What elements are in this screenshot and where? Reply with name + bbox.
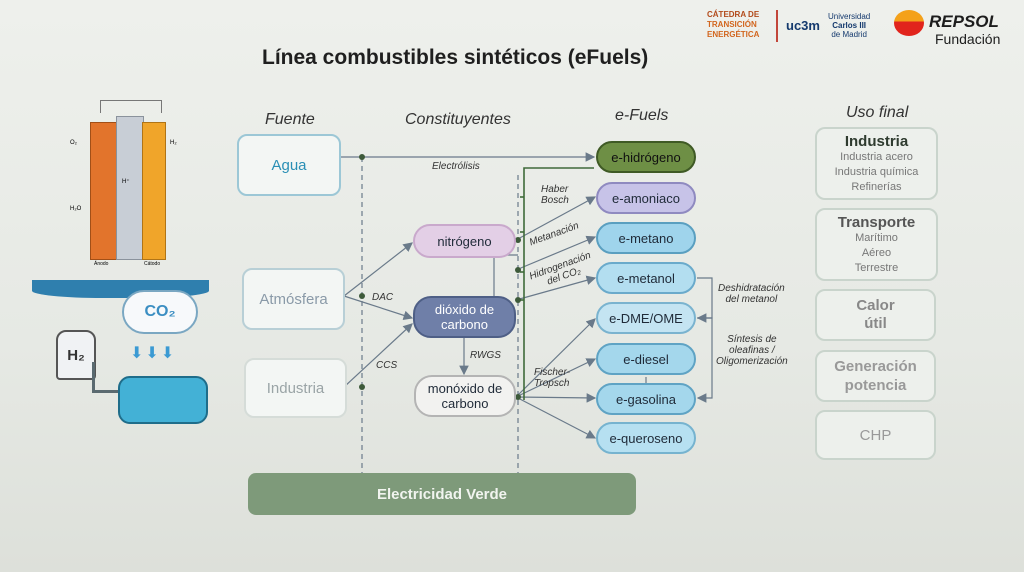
logo-divider bbox=[776, 10, 778, 42]
haber-line-1: Haber bbox=[541, 184, 569, 195]
deshidratacion-line-2: del metanol bbox=[725, 294, 778, 305]
label-electrolisis: Electrólisis bbox=[432, 161, 480, 172]
uso-calor-title: Calor útil bbox=[856, 297, 895, 332]
h2-tank-icon: H₂ bbox=[56, 330, 96, 380]
uso-transporte-item-2: Aéreo bbox=[861, 246, 892, 259]
efuel-dme-ome: e-DME/OME bbox=[596, 302, 696, 334]
uc3m-name: Universidad Carlos III de Madrid bbox=[828, 12, 870, 39]
label-haber-bosch: Haber Bosch bbox=[541, 184, 569, 206]
uc3m-logo: uc3m bbox=[786, 18, 820, 33]
deshidratacion-line-1: Deshidratación bbox=[718, 283, 785, 294]
efuel-metano: e-metano bbox=[596, 222, 696, 254]
uso-industria-title: Industria bbox=[844, 132, 909, 150]
uso-chp-title: CHP bbox=[859, 426, 892, 444]
uc3m-name-1: Universidad bbox=[828, 12, 871, 21]
uso-transporte: Transporte Marítimo Aéreo Terrestre bbox=[815, 208, 938, 281]
uso-transporte-title: Transporte bbox=[837, 213, 916, 231]
constituent-monoxido: monóxido de carbono bbox=[414, 375, 516, 417]
hplus-label: H⁺ bbox=[122, 179, 130, 185]
efuel-hidrogeno: e-hidrógeno bbox=[596, 141, 696, 173]
slide-title: Línea combustibles sintéticos (eFuels) bbox=[262, 46, 649, 69]
repsol-sun-icon bbox=[894, 10, 924, 36]
uso-industria-item-3: Refinerías bbox=[851, 180, 902, 193]
header-constituyentes: Constituyentes bbox=[405, 111, 511, 128]
cathode-label: Cátodo bbox=[144, 261, 161, 267]
source-industria: Industria bbox=[244, 358, 347, 418]
sintesis-line-1: Síntesis de bbox=[727, 334, 777, 345]
efuel-gasolina: e-gasolina bbox=[596, 383, 696, 415]
monoxido-line-1: monóxido de bbox=[427, 381, 503, 396]
catedra-line-1: CÁTEDRA DE bbox=[707, 10, 760, 19]
h2o-label: H₂O bbox=[70, 206, 82, 212]
source-atmosfera: Atmósfera bbox=[242, 268, 345, 330]
uso-calor-util: Calor útil bbox=[815, 289, 936, 341]
constituent-nitrogeno: nitrógeno bbox=[413, 224, 516, 258]
catedra-line-3: ENERGÉTICA bbox=[707, 30, 760, 39]
h2-out-label: H₂ bbox=[170, 140, 177, 146]
header-efuels: e-Fuels bbox=[615, 107, 669, 124]
down-arrows-icon: ⬇⬇⬇ bbox=[130, 345, 177, 362]
constituent-dioxido: dióxido de carbono bbox=[413, 296, 516, 338]
efuel-amoniaco: e-amoniaco bbox=[596, 182, 696, 214]
efuel-metanol: e-metanol bbox=[596, 262, 696, 294]
electrolyzer-wire bbox=[100, 100, 162, 113]
cathode-plate bbox=[142, 122, 166, 260]
dioxido-line-2: carbono bbox=[441, 317, 488, 332]
uso-transporte-item-1: Marítimo bbox=[855, 231, 898, 244]
fischer-line-2: Tropsch bbox=[534, 378, 570, 389]
co2-cloud-label: CO₂ bbox=[144, 303, 176, 320]
uc3m-name-2: Carlos III bbox=[832, 21, 867, 30]
electrolyzer-illustration: O₂ H₂ H₂O H⁺ Ánodo Cátodo bbox=[60, 100, 200, 270]
uso-industria-item-1: Industria acero bbox=[840, 150, 913, 163]
catedra-line-2: TRANSICIÓN bbox=[707, 20, 757, 29]
label-ccs: CCS bbox=[376, 360, 398, 371]
header-fuente: Fuente bbox=[265, 111, 315, 128]
uso-chp: CHP bbox=[815, 410, 936, 460]
co2-cloud-icon: CO₂ bbox=[122, 290, 198, 334]
h2-pipe bbox=[92, 362, 125, 393]
efuel-queroseno: e-queroseno bbox=[596, 422, 696, 454]
uc3m-name-3: de Madrid bbox=[831, 30, 867, 39]
uso-industria-item-2: Industria química bbox=[834, 165, 919, 178]
dioxido-line-1: dióxido de bbox=[434, 302, 495, 317]
efuel-diesel: e-diesel bbox=[596, 343, 696, 375]
label-deshidratacion: Deshidratación del metanol bbox=[718, 283, 785, 305]
label-dac: DAC bbox=[372, 292, 394, 303]
fischer-line-1: Fischer- bbox=[534, 367, 570, 378]
membrane bbox=[116, 116, 144, 260]
label-fischer-tropsch: Fischer- Tropsch bbox=[534, 367, 570, 389]
uso-industria: Industria Industria acero Industria quím… bbox=[815, 127, 938, 200]
anode-plate bbox=[90, 122, 118, 260]
h2-tank-label: H₂ bbox=[67, 346, 85, 364]
electricidad-verde-bar: Electricidad Verde bbox=[248, 473, 636, 515]
storage-tank-icon bbox=[118, 376, 208, 424]
label-sintesis: Síntesis de oleafinas / Oligomerización bbox=[716, 334, 788, 367]
sintesis-line-2: oleafinas / bbox=[729, 345, 775, 356]
header-uso-final: Uso final bbox=[846, 104, 909, 121]
catedra-logo: CÁTEDRA DE TRANSICIÓN ENERGÉTICA bbox=[707, 10, 759, 40]
uso-transporte-item-3: Terrestre bbox=[854, 261, 899, 274]
fundacion-label: Fundación bbox=[935, 31, 1001, 47]
uso-generacion-potencia: Generación potencia bbox=[815, 350, 936, 402]
uso-generacion-title: Generación potencia bbox=[834, 358, 917, 394]
anode-label: Ánodo bbox=[94, 261, 109, 267]
sintesis-line-3: Oligomerización bbox=[716, 356, 788, 367]
o2-label: O₂ bbox=[70, 140, 77, 146]
monoxido-line-2: carbono bbox=[441, 396, 489, 411]
label-rwgs: RWGS bbox=[470, 350, 501, 361]
repsol-logo: REPSOL bbox=[929, 12, 999, 31]
haber-line-2: Bosch bbox=[541, 195, 569, 206]
source-agua: Agua bbox=[237, 134, 341, 196]
